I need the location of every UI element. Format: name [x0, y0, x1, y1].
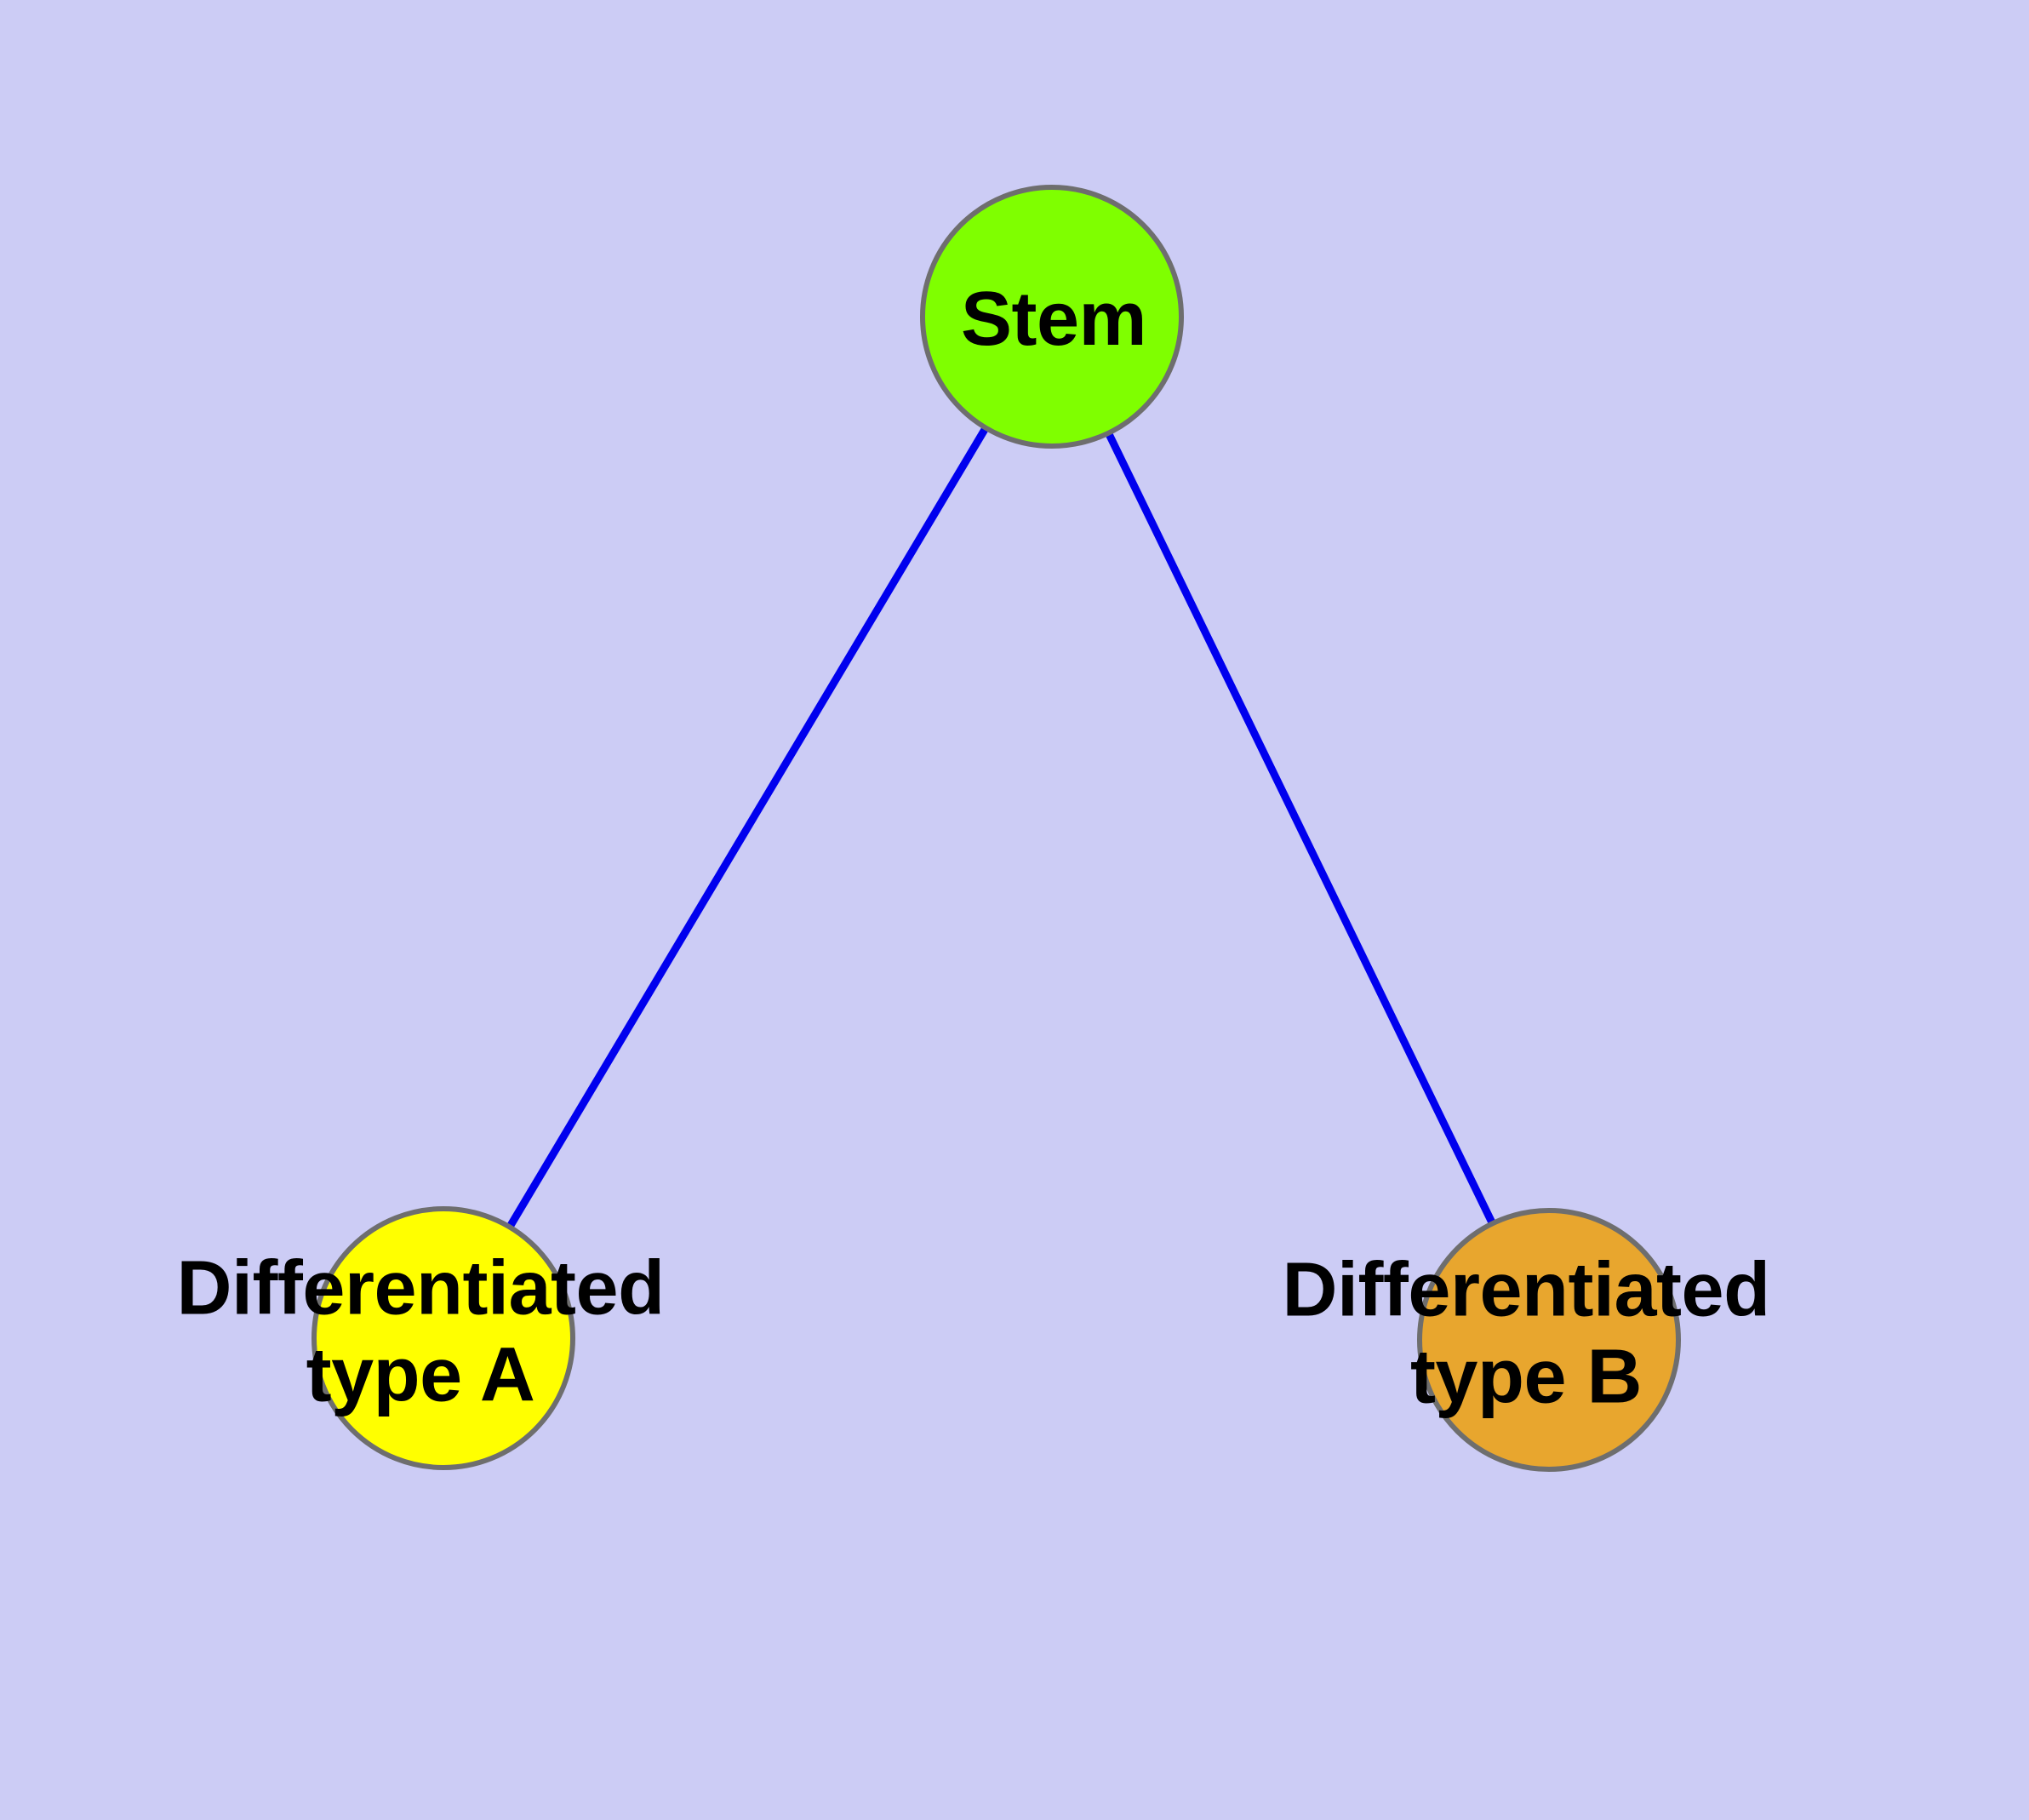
node-layer [311, 185, 1681, 1472]
edge-layer [502, 420, 1500, 1235]
node-differentiated-type-b[interactable] [1417, 1208, 1681, 1472]
node-stem[interactable] [920, 185, 1184, 449]
edge-stem-to-differentiated-type-b[interactable] [1101, 425, 1500, 1232]
node-differentiated-type-a[interactable] [311, 1206, 575, 1470]
edge-stem-to-differentiated-type-a[interactable] [502, 420, 993, 1235]
